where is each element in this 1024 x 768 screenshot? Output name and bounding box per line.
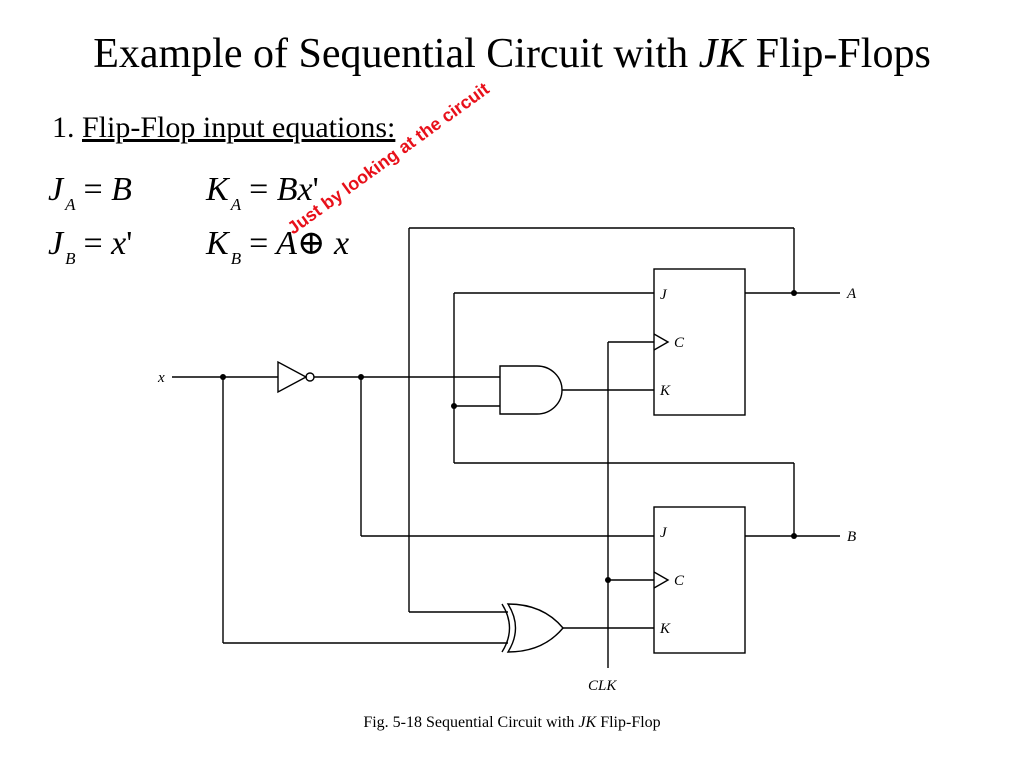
and-gate — [499, 365, 563, 415]
step-label: Flip-Flop input equations: — [82, 111, 396, 144]
label-jb: J — [660, 525, 668, 541]
xor-back-curve — [501, 603, 511, 653]
slide-title: Example of Sequential Circuit with JK Fl… — [93, 31, 931, 77]
label-output-a: A — [846, 286, 857, 302]
junction-xprime — [358, 374, 364, 380]
junction-x — [220, 374, 226, 380]
xor-gate — [506, 603, 564, 653]
clock-triangle-a — [653, 333, 670, 351]
step-number: 1. — [52, 111, 75, 144]
inverter-gate — [277, 360, 308, 394]
junction-a — [791, 290, 797, 296]
step-heading: 1. Flip-Flop input equations: — [52, 110, 395, 146]
clock-triangle-b — [653, 571, 670, 589]
junction-clk — [605, 577, 611, 583]
label-cb: C — [674, 573, 685, 589]
junction-b-and — [451, 403, 457, 409]
figure-caption: Fig. 5-18 Sequential Circuit with JK Fli… — [363, 714, 661, 731]
label-output-b: B — [847, 529, 856, 545]
label-x: x — [157, 370, 165, 386]
label-ja: J — [660, 287, 668, 303]
junction-b — [791, 533, 797, 539]
label-kb: K — [659, 621, 671, 637]
label-clk: CLK — [588, 678, 617, 694]
label-ca: C — [674, 335, 685, 351]
label-ka: K — [659, 383, 671, 399]
